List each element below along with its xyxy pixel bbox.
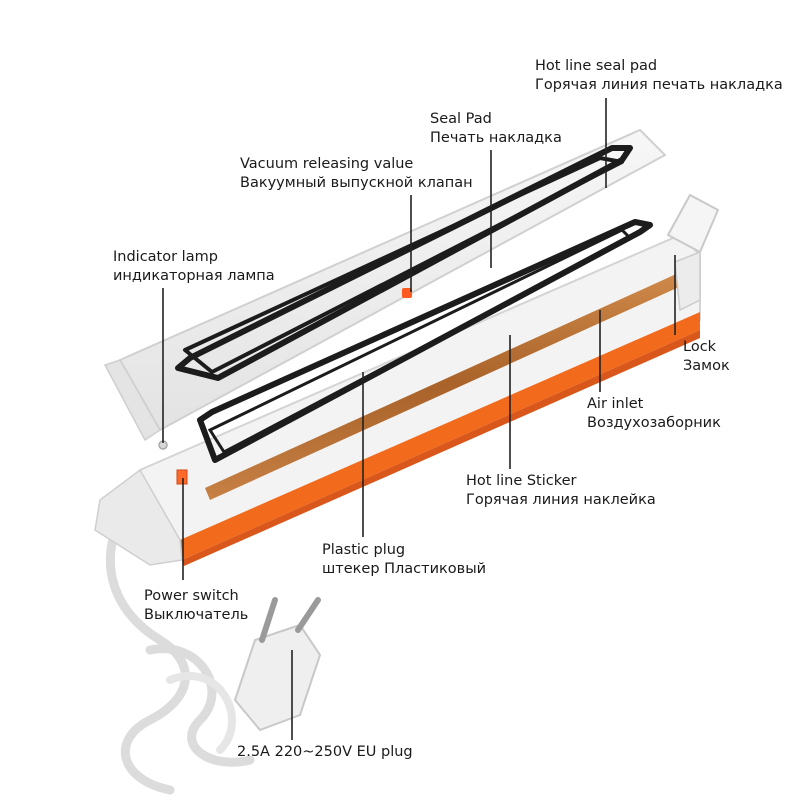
label-eu-plug: 2.5A 220~250V EU plug (237, 744, 413, 760)
label-vacuum-releasing-value: Vacuum releasing value Вакуумный выпускн… (240, 156, 473, 191)
leader-lines (162, 98, 676, 740)
seal-pad-loop-upper (175, 145, 633, 381)
power-cord (105, 515, 255, 795)
label-air-inlet: Air inlet Воздухозаборник (587, 396, 721, 431)
label-lock: Lock Замок (683, 339, 730, 374)
heat-strip (205, 270, 690, 500)
valve-button (402, 288, 412, 298)
label-indicator-lamp: Indicator lamp индикаторная лампа (113, 249, 275, 284)
seal-pad-loop-upper-inner (183, 156, 624, 374)
label-seal-pad: Seal Pad Печать накладка (430, 111, 562, 146)
seal-pad-loop-lower (197, 219, 653, 463)
label-plastic-plug: Plastic plug штекер Пластиковый (322, 542, 487, 577)
label-hot-line-sticker: Hot line Sticker Горячая линия наклейка (466, 473, 656, 508)
eu-plug-illustration (233, 597, 322, 732)
lock-clip (666, 193, 720, 312)
power-switch-button (176, 469, 188, 485)
seal-pad-loop-lower-inner (207, 228, 633, 454)
label-power-switch: Power switch Выключатель (144, 588, 249, 623)
label-hot-line-seal-pad: Hot line seal pad Горячая линия печать н… (535, 58, 783, 93)
